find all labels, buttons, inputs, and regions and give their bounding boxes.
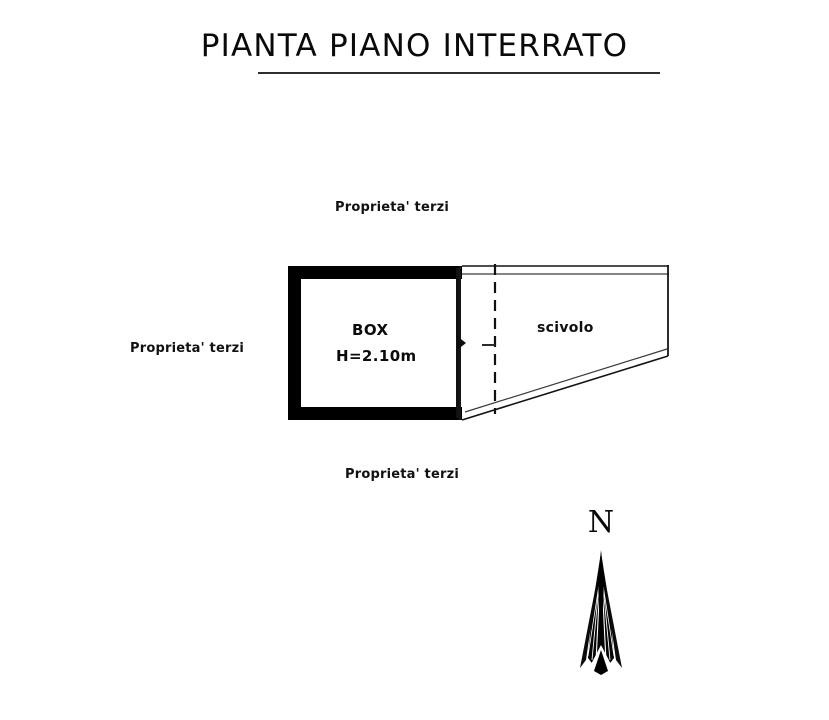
door-swing-arrow-icon: [457, 336, 466, 350]
title-underline-divider: [258, 72, 660, 74]
room-height-box: H=2.10m: [336, 347, 417, 365]
door-reference-tick: [482, 344, 495, 346]
room-label-scivolo: scivolo: [537, 320, 594, 336]
ramp-wall-bottom-inner: [464, 348, 668, 413]
ramp-wall-bottom-outer: [461, 355, 669, 421]
north-letter-label: N: [587, 505, 615, 540]
boundary-label-top: Proprieta' terzi: [335, 200, 450, 215]
boundary-label-bottom: Proprieta' terzi: [345, 467, 460, 482]
north-arrow-icon: [580, 550, 622, 675]
room-label-box: BOX: [352, 321, 389, 339]
room-box-walls: [288, 266, 462, 420]
page-title: PIANTA PIANO INTERRATO: [200, 28, 629, 64]
page-title-container: PIANTA PIANO INTERRATO: [0, 28, 829, 65]
boundary-label-left: Proprieta' terzi: [130, 341, 245, 356]
north-compass: N: [548, 508, 658, 678]
